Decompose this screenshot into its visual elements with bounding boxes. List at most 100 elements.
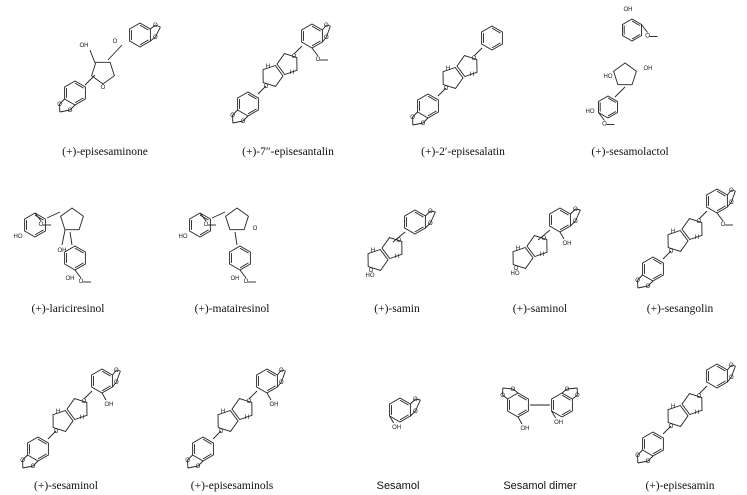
bond — [727, 376, 732, 383]
benzene-ring — [237, 91, 259, 117]
atom-label: O — [729, 188, 734, 194]
atom-label: H — [290, 70, 294, 76]
atom-label: O — [697, 219, 702, 225]
bond — [652, 433, 662, 440]
bond — [631, 20, 641, 26]
bond — [502, 394, 508, 400]
bond — [107, 44, 123, 61]
bond — [37, 438, 47, 445]
atom-label: H — [695, 235, 699, 241]
bond — [322, 24, 327, 31]
bond — [266, 370, 276, 377]
atom-label: O — [397, 238, 402, 244]
bond — [414, 399, 421, 412]
bond — [637, 274, 643, 281]
atom-label: O — [279, 368, 284, 374]
atom-label: OH — [58, 248, 67, 254]
bond — [698, 385, 708, 395]
bond — [614, 86, 626, 98]
label-samin: (+)-samin — [374, 303, 420, 315]
bond — [730, 365, 736, 378]
atom-label: O — [410, 115, 415, 121]
atom-label: O — [500, 393, 505, 399]
bond — [647, 455, 654, 462]
bond — [662, 250, 672, 260]
atom-label: OH — [270, 402, 279, 408]
atom-label: O — [68, 108, 73, 114]
atom-label: OH — [392, 425, 401, 431]
bond — [234, 231, 238, 246]
bond — [239, 247, 249, 254]
atom-label: O — [153, 35, 158, 41]
benzene-ring — [598, 95, 618, 119]
atom-label: O — [635, 278, 640, 284]
bond — [727, 364, 732, 371]
atom-label: OH — [521, 426, 530, 432]
bond — [392, 231, 406, 243]
furan-ring — [667, 404, 689, 427]
atom-label: HO — [14, 234, 23, 240]
atom-label: OH — [563, 241, 572, 247]
benzene-ring — [27, 436, 49, 462]
bond — [414, 211, 424, 218]
benzene-ring — [64, 245, 86, 271]
furan-ring — [262, 64, 284, 87]
bond — [34, 214, 44, 221]
bond — [101, 385, 111, 392]
atom-label: O — [645, 34, 650, 40]
atom-label: O — [369, 268, 374, 274]
atom-label: O — [444, 86, 449, 92]
benzene-ring — [91, 368, 113, 394]
atom-label: O — [185, 458, 190, 464]
atom-label: O — [573, 219, 578, 225]
bond — [491, 27, 501, 34]
bond — [69, 104, 76, 111]
label-matairesinol: (+)-matairesinol — [194, 303, 270, 315]
furan-ring — [456, 55, 478, 78]
benzene-ring — [622, 18, 642, 42]
bond — [139, 24, 149, 31]
benzene-ring — [481, 25, 503, 51]
atom-label: O — [244, 279, 249, 285]
bond — [399, 414, 409, 421]
benzene-ring — [642, 431, 664, 457]
bond — [34, 212, 42, 222]
atom-label: O — [153, 23, 158, 29]
atom-label: HO — [511, 271, 520, 277]
bond — [637, 460, 649, 464]
bond — [517, 394, 527, 401]
atom-label: O — [264, 84, 269, 90]
benzene-ring — [706, 188, 728, 214]
bond — [211, 211, 226, 219]
atom-label: O — [646, 459, 651, 465]
bond — [199, 212, 207, 222]
benzene-ring — [507, 392, 529, 418]
atom-label: O — [316, 57, 321, 63]
atom-label: H — [371, 248, 375, 254]
atom-label: H — [446, 66, 450, 72]
bond — [74, 262, 84, 269]
bond — [512, 388, 519, 394]
bond — [74, 97, 84, 104]
bond — [730, 190, 736, 203]
bond — [326, 24, 331, 27]
label-saminol: (+)-saminol — [512, 303, 568, 315]
atom-label: OH — [554, 420, 563, 426]
bond — [716, 365, 726, 372]
atom-label: O — [669, 249, 674, 255]
atom-label: OH — [66, 276, 75, 282]
atom-label: OH — [644, 66, 653, 72]
bond — [575, 208, 581, 211]
atom-label: O — [292, 54, 297, 60]
bond — [427, 95, 437, 102]
bond — [698, 210, 708, 220]
bond — [502, 387, 514, 390]
bond — [598, 112, 605, 121]
atom-label: O — [413, 409, 418, 415]
bond — [22, 465, 34, 469]
bond — [34, 229, 44, 236]
benzene-ring — [549, 207, 571, 233]
bond — [716, 380, 726, 387]
bond — [570, 208, 576, 215]
